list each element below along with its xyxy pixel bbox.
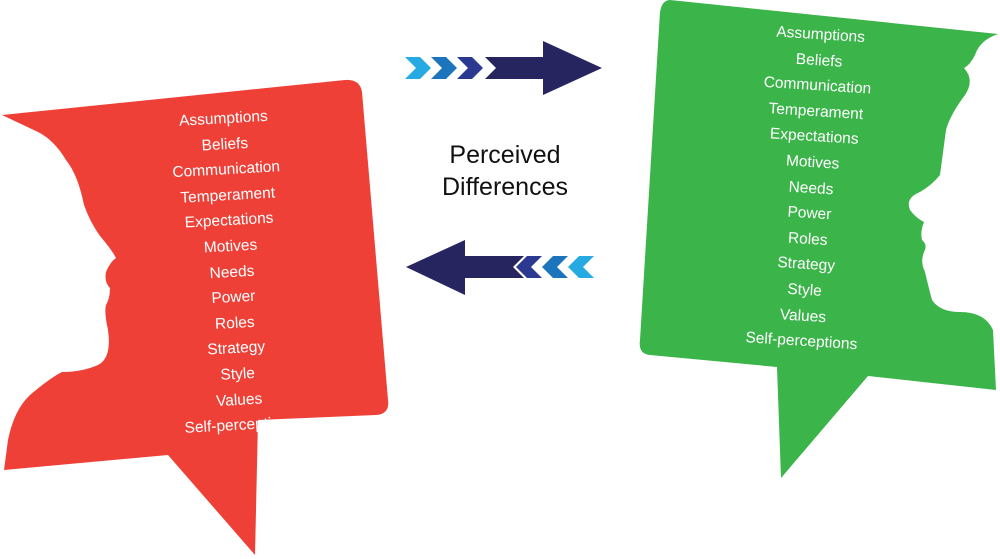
arrow-right-icon xyxy=(485,41,602,95)
arrow-left-icon xyxy=(406,240,524,295)
bottom-arrow-left xyxy=(406,240,594,295)
chevron-icon xyxy=(568,256,594,278)
title-line-1: Perceived xyxy=(449,141,561,169)
diagram-title: Perceived Differences xyxy=(405,139,605,203)
title-line-2: Differences xyxy=(442,173,568,201)
chevron-icon xyxy=(542,256,568,278)
left-head-bubble xyxy=(2,79,389,555)
top-arrow-right xyxy=(405,41,602,95)
chevron-icon xyxy=(457,57,483,79)
right-attribute-list: Assumptions Beliefs Communication Temper… xyxy=(706,16,917,360)
chevron-icon xyxy=(431,57,457,79)
chevron-icon xyxy=(405,57,431,79)
left-attribute-list: Assumptions Beliefs Communication Temper… xyxy=(128,101,336,444)
right-head-bubble xyxy=(639,0,998,478)
chevron-icon xyxy=(516,256,542,278)
